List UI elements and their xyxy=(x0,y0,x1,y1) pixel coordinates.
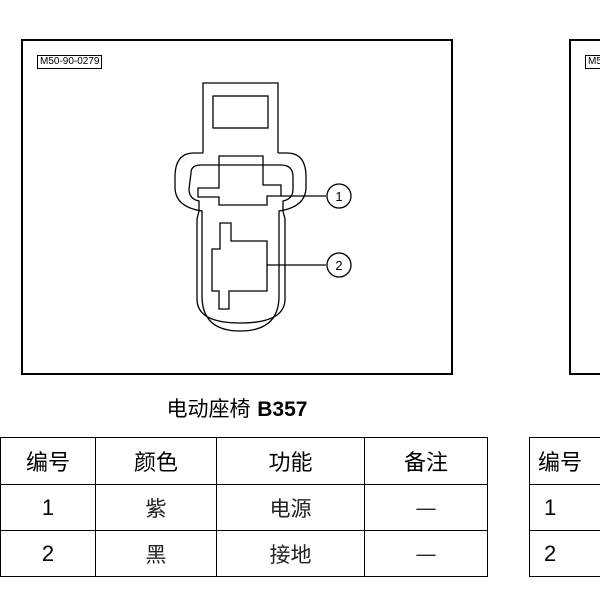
terminal-2-cavity xyxy=(211,222,268,310)
terminal-1-cavity xyxy=(197,155,282,206)
cell-color: 紫 xyxy=(95,484,217,531)
connector-diagram-panel-partial: M5 xyxy=(569,39,600,375)
connector-code: B357 xyxy=(257,398,308,421)
connector-inner-contour xyxy=(188,164,294,324)
cell-note: — xyxy=(364,484,488,531)
cell-number: 1 xyxy=(529,484,600,531)
callout-1-label: 1 xyxy=(335,189,342,204)
table-row: 1 紫 电源 — xyxy=(0,484,488,531)
cell-note: — xyxy=(364,530,488,577)
connector-drawing: 1 2 xyxy=(174,82,352,332)
cell-number: 2 xyxy=(0,530,96,577)
header-color: 颜色 xyxy=(95,437,217,485)
table-row: 1 xyxy=(529,484,600,531)
connector-top-tab xyxy=(202,82,279,153)
table-row: 2 黑 接地 — xyxy=(0,530,488,577)
table-header-row: 编号 xyxy=(529,437,600,485)
connector-diagram-panel: M50-90-0279 1 2 xyxy=(21,39,453,375)
diagram-code-label-partial: M5 xyxy=(585,55,600,69)
cell-number: 1 xyxy=(0,484,96,531)
cell-number: 2 xyxy=(529,530,600,577)
header-function: 功能 xyxy=(216,437,365,485)
diagram-code-label: M50-90-0279 xyxy=(37,55,103,69)
connector-latch-window xyxy=(212,95,269,129)
connector-housing xyxy=(174,152,307,332)
header-number: 编号 xyxy=(0,437,96,485)
callout-2-label: 2 xyxy=(335,258,342,273)
connector-name: 电动座椅 xyxy=(166,397,251,421)
header-number: 编号 xyxy=(529,437,600,485)
header-note: 备注 xyxy=(364,437,488,485)
table-row: 2 xyxy=(529,530,600,577)
cell-color: 黑 xyxy=(95,530,217,577)
pin-table: 编号 颜色 功能 备注 1 紫 电源 — 2 黑 接地 — xyxy=(0,437,488,577)
callout-2-circle xyxy=(326,252,352,278)
cell-function: 接地 xyxy=(216,530,365,577)
cell-function: 电源 xyxy=(216,484,365,531)
connector-caption: 电动座椅 B357 xyxy=(0,393,474,423)
pin-table-partial: 编号 1 2 xyxy=(529,437,600,577)
callout-1-circle xyxy=(326,183,352,209)
table-header-row: 编号 颜色 功能 备注 xyxy=(0,437,488,485)
